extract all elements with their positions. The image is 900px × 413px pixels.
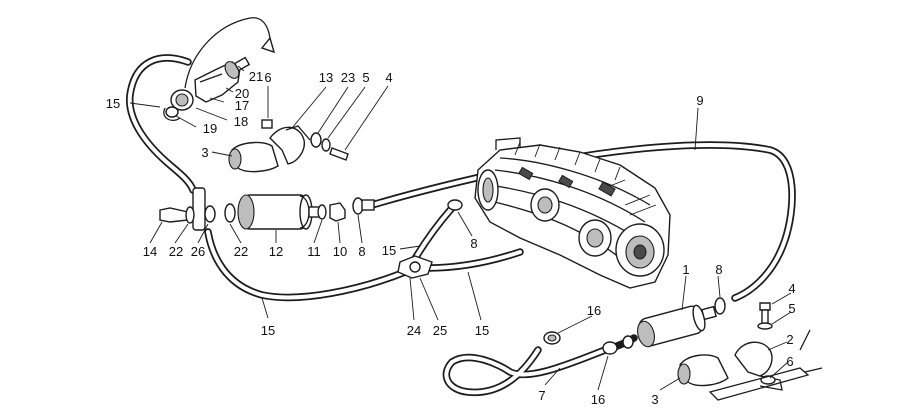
washer-22-left xyxy=(185,206,195,224)
callout-5-right: 5 xyxy=(788,301,795,316)
washer-24 xyxy=(310,132,322,148)
callout-5: 5 xyxy=(362,70,369,85)
bolt-14 xyxy=(159,207,189,223)
hose-15-upper-left xyxy=(126,54,197,194)
callout-23: 24 xyxy=(407,323,421,338)
filter-bracket-group xyxy=(228,119,349,173)
callout-4-right: 4 xyxy=(788,281,795,296)
leader-lines xyxy=(129,65,792,391)
callout-15-right: 15 xyxy=(475,323,489,338)
callout-9: 9 xyxy=(696,93,703,108)
hose-group xyxy=(126,54,796,397)
bolt-4-lower xyxy=(759,302,771,311)
hose-15-lower xyxy=(204,228,409,302)
engine-block xyxy=(474,137,671,289)
callout-3-bottom: 3 xyxy=(651,392,658,407)
callout-16-bottom: 16 xyxy=(591,392,605,407)
callout-6-right: 6 xyxy=(786,354,793,369)
connector-8-right xyxy=(714,297,726,315)
callout-7: 7 xyxy=(538,388,545,403)
tee-fitting xyxy=(192,187,206,231)
callout-3: 3 xyxy=(201,145,208,160)
callout-15-bottom: 15 xyxy=(261,323,275,338)
fitting-10 xyxy=(329,202,346,222)
callout-26: 26 xyxy=(191,244,205,259)
washer-5-upper xyxy=(321,138,331,152)
callout-2: 2 xyxy=(786,332,793,347)
washer-26 xyxy=(204,205,216,223)
fuel-pump-group xyxy=(543,297,823,401)
callout-15-mid: 15 xyxy=(382,243,396,258)
callout-1: 1 xyxy=(682,262,689,277)
callout-22-left: 22 xyxy=(169,244,183,259)
junction-group xyxy=(397,199,463,279)
bracket-2 xyxy=(734,341,773,377)
sleeve-3-upper xyxy=(231,141,279,173)
callout-11: 11 xyxy=(307,244,321,259)
bolt-4-upper xyxy=(329,147,349,161)
callout-24: 23 xyxy=(341,70,355,85)
callout-4: 4 xyxy=(385,70,392,85)
callout-15: 15 xyxy=(106,96,120,111)
connector-8-mid xyxy=(447,199,463,211)
washer-22-right xyxy=(224,203,236,223)
callout-25: 25 xyxy=(433,323,447,338)
callout-8-left: 8 xyxy=(358,244,365,259)
clamp-16-right xyxy=(602,341,618,355)
callout-22-right: 22 xyxy=(234,244,248,259)
callout-8-mid: 8 xyxy=(470,236,477,251)
fuel-filter-group xyxy=(159,187,375,231)
callout-6: 6 xyxy=(264,70,271,85)
callout-21: 21 xyxy=(249,69,263,84)
pressure-regulator-group xyxy=(163,17,276,122)
washer-11 xyxy=(317,204,327,220)
callout-10: 10 xyxy=(333,244,347,259)
callout-20: 20 xyxy=(235,86,249,101)
bracket-13 xyxy=(269,126,305,165)
callout-17: 17 xyxy=(235,98,249,113)
callout-14: 14 xyxy=(143,244,157,259)
callout-16-top: 16 xyxy=(587,303,601,318)
callout-8-right: 8 xyxy=(715,262,722,277)
sleeve-3-lower xyxy=(679,354,729,387)
callout-13: 13 xyxy=(319,70,333,85)
callout-18: 18 xyxy=(234,114,248,129)
washer-5-lower xyxy=(757,322,773,330)
callout-labels: 15 3 6 13 23 5 4 21 20 17 18 19 14 22 26… xyxy=(106,69,796,407)
callout-12: 12 xyxy=(269,244,283,259)
callout-19: 19 xyxy=(203,121,217,136)
